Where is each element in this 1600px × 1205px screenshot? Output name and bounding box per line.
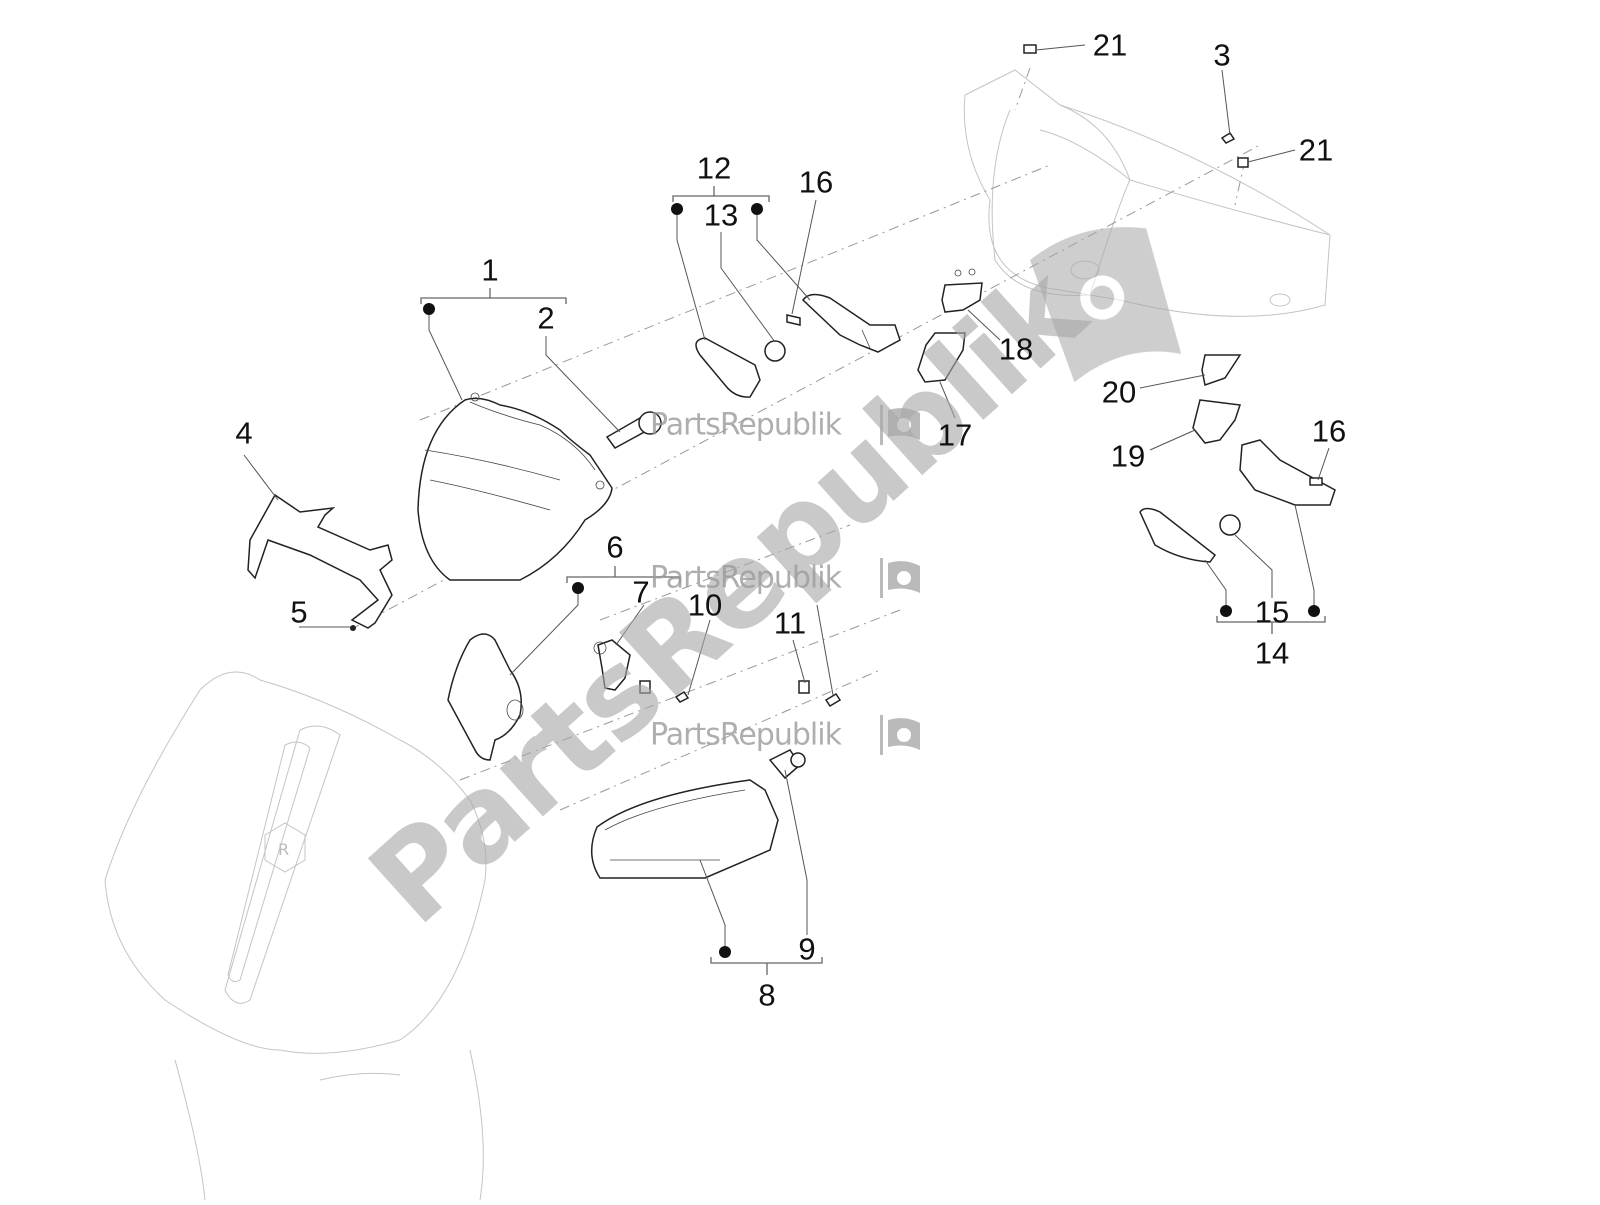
watermark-flag-icons bbox=[880, 227, 1182, 755]
part-bulb-15 bbox=[1219, 514, 1241, 536]
part-socket-9 bbox=[768, 749, 806, 780]
front-shield-ghost: R bbox=[104, 671, 487, 1201]
callout-21b[interactable]: 21 bbox=[1298, 132, 1334, 168]
callout-19[interactable]: 19 bbox=[1110, 438, 1146, 474]
callout-3[interactable]: 3 bbox=[1213, 37, 1231, 73]
group-brackets bbox=[420, 186, 1326, 975]
part-screw-3 bbox=[1220, 131, 1236, 144]
callout-7[interactable]: 7 bbox=[632, 574, 650, 610]
part-screws-clips bbox=[639, 680, 842, 708]
part-bracket-17 bbox=[917, 332, 966, 383]
callout-2[interactable]: 2 bbox=[537, 300, 555, 336]
callout-17[interactable]: 17 bbox=[937, 417, 973, 453]
callout-8[interactable]: 8 bbox=[758, 977, 776, 1013]
part-rear-signal bbox=[591, 779, 779, 879]
callout-16a[interactable]: 16 bbox=[798, 164, 834, 200]
part-nut-21b bbox=[1237, 157, 1249, 168]
callout-6[interactable]: 6 bbox=[606, 529, 624, 565]
part-bracket-20 bbox=[1201, 354, 1242, 386]
part-front-signal-left bbox=[447, 633, 524, 761]
part-bracket-18 bbox=[941, 268, 983, 313]
part-screw-5 bbox=[350, 625, 356, 631]
callout-9[interactable]: 9 bbox=[798, 931, 816, 967]
part-screw-16b bbox=[1309, 477, 1323, 486]
callout-16b[interactable]: 16 bbox=[1311, 413, 1347, 449]
part-rear-lens-right bbox=[1139, 507, 1217, 563]
callout-5[interactable]: 5 bbox=[290, 594, 308, 630]
part-bulb-13 bbox=[764, 340, 786, 362]
part-nut-21a bbox=[1023, 44, 1037, 54]
callout-18[interactable]: 18 bbox=[998, 331, 1034, 367]
callout-14[interactable]: 14 bbox=[1254, 635, 1290, 671]
callout-10[interactable]: 10 bbox=[687, 587, 723, 623]
part-signal-housing-right bbox=[1239, 439, 1336, 506]
part-bracket-19 bbox=[1192, 399, 1242, 444]
watermark-text-1: PartsRepublik bbox=[650, 407, 842, 443]
part-signal-housing-left bbox=[802, 293, 901, 353]
leader-lines bbox=[243, 44, 1330, 952]
watermark-text-2: PartsRepublik bbox=[650, 560, 842, 596]
callout-12[interactable]: 12 bbox=[696, 150, 732, 186]
part-bulb-socket-7 bbox=[593, 639, 631, 691]
part-rear-lens-left bbox=[695, 337, 761, 398]
watermark-text-3: PartsRepublik bbox=[650, 717, 842, 753]
callout-4[interactable]: 4 bbox=[235, 415, 253, 451]
callout-11[interactable]: 11 bbox=[773, 605, 807, 641]
callout-20[interactable]: 20 bbox=[1101, 374, 1137, 410]
callout-13[interactable]: 13 bbox=[703, 197, 739, 233]
part-trim-cover bbox=[247, 493, 393, 629]
part-headlamp-bulb bbox=[605, 411, 662, 449]
part-screw-16a bbox=[786, 314, 801, 326]
callout-15[interactable]: 15 bbox=[1254, 594, 1290, 630]
part-headlamp bbox=[417, 392, 613, 581]
callout-1[interactable]: 1 bbox=[481, 252, 499, 288]
callout-21a[interactable]: 21 bbox=[1092, 27, 1128, 63]
svg-text:R: R bbox=[278, 840, 289, 859]
watermark-big-flag bbox=[1030, 227, 1182, 383]
